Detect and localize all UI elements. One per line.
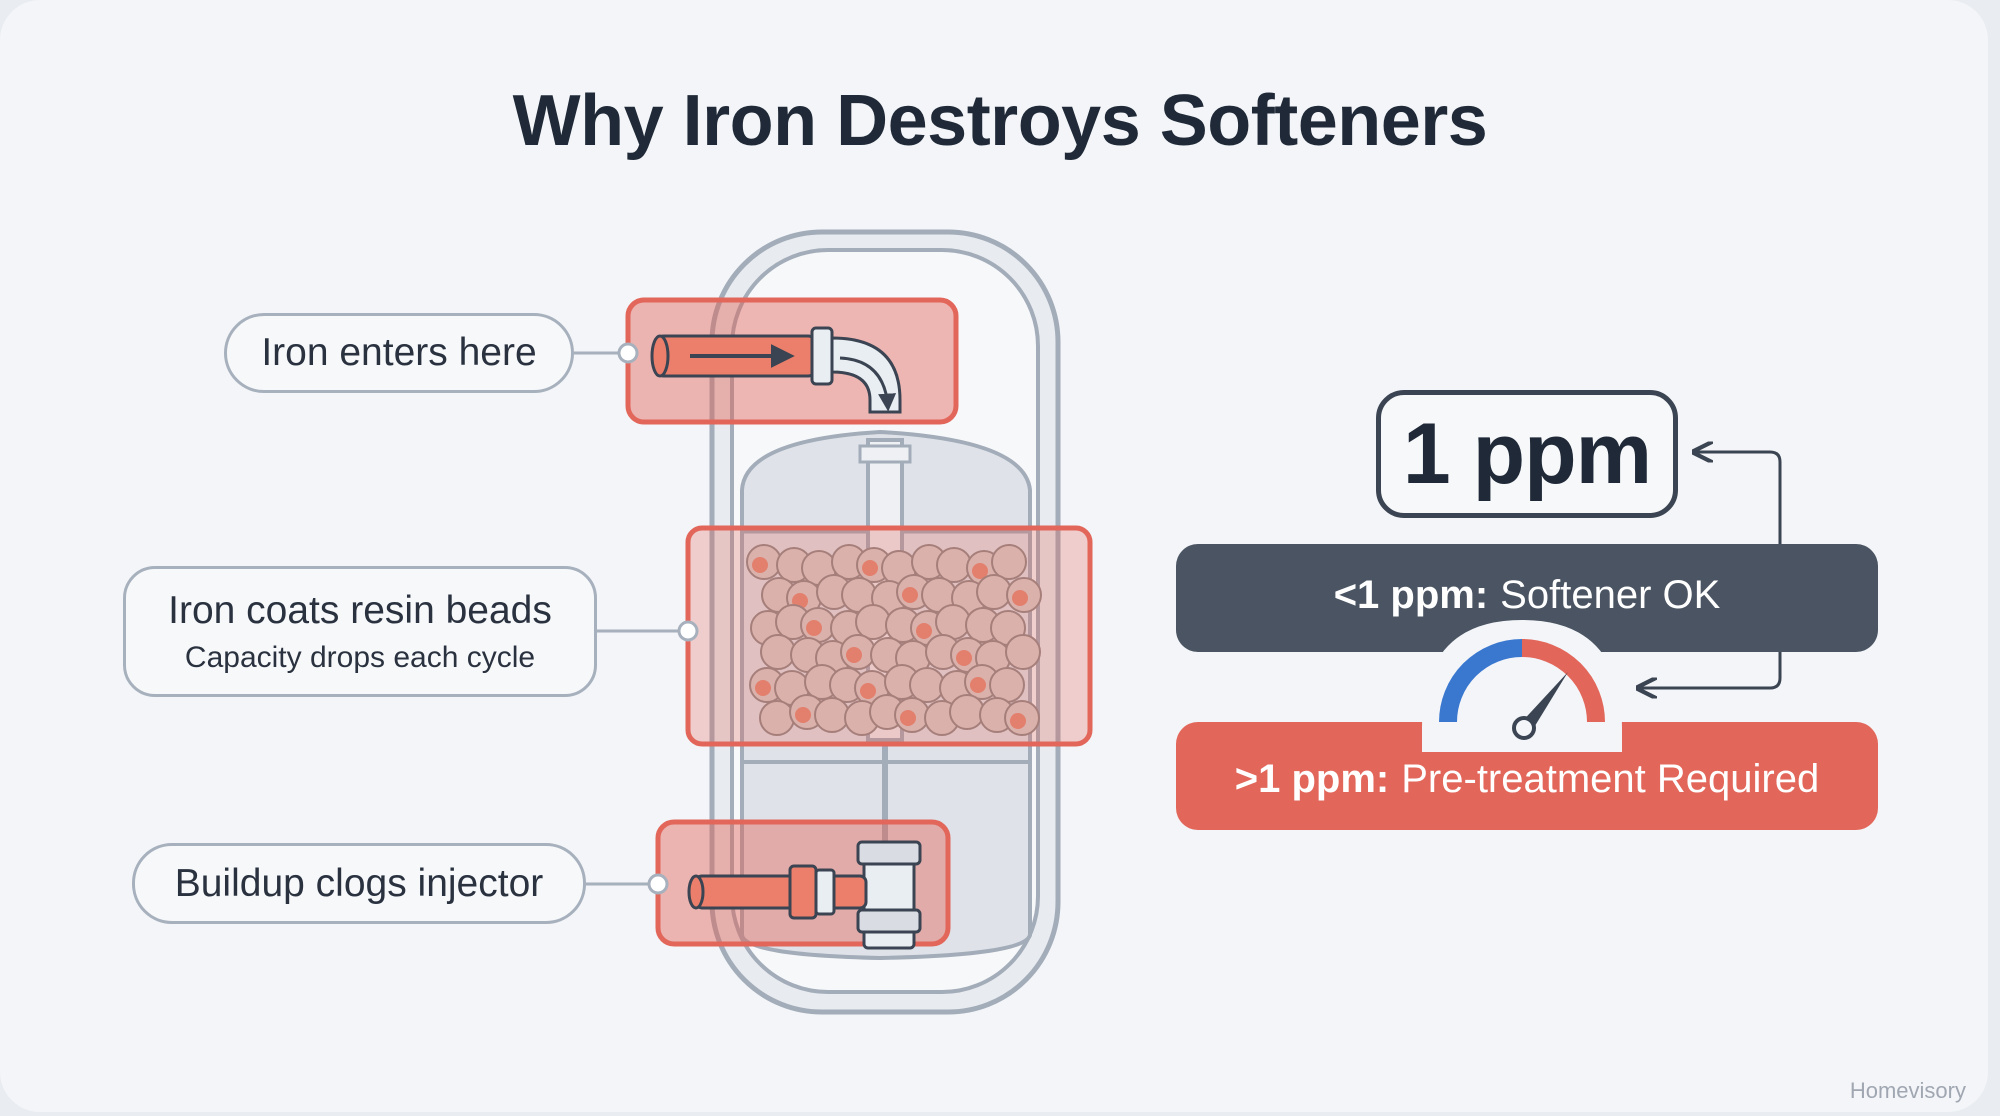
resin-bead [991, 544, 1027, 580]
brand-footer: Homevisory [1849, 1078, 1966, 1103]
callout-injector: Buildup clogs injector [132, 843, 586, 924]
iron-coating-spot [972, 563, 988, 579]
callout-resin-title: Iron coats resin beads [168, 588, 552, 632]
leader-lines [574, 342, 699, 895]
callout-injector-text: Buildup clogs injector [174, 861, 544, 905]
inlet-highlight [625, 297, 959, 425]
threshold-arrows [1640, 452, 1782, 688]
iron-coating-spot [902, 587, 918, 603]
callout-resin-subtitle: Capacity drops each cycle [184, 640, 536, 674]
iron-coating-spot [860, 683, 876, 699]
resin-beads [746, 544, 1042, 736]
iron-coating-spot [1010, 713, 1026, 729]
iron-coating-spot [1012, 590, 1028, 606]
callout-resin: Iron coats resin beads Capacity drops ea… [123, 566, 597, 697]
resin-bead [1005, 634, 1041, 670]
iron-coating-spot [956, 650, 972, 666]
callout-iron-enters-text: Iron enters here [261, 331, 537, 374]
req-threshold-text: Pre-treatment Required [1401, 756, 1820, 801]
iron-coating-spot [752, 557, 768, 573]
page-title: Why Iron Destroys Softeners [512, 81, 1488, 161]
iron-coating-spot [846, 647, 862, 663]
iron-coating-spot [795, 707, 811, 723]
iron-coating-spot [970, 677, 986, 693]
iron-coating-spot [900, 710, 916, 726]
iron-coating-spot [755, 680, 771, 696]
ok-threshold-text: Softener OK [1500, 572, 1721, 617]
iron-coating-spot [806, 620, 822, 636]
req-threshold-label: >1 ppm: [1234, 756, 1390, 801]
iron-coating-spot [862, 560, 878, 576]
ok-threshold-label: <1 ppm: [1333, 572, 1489, 617]
iron-coating-spot [916, 623, 932, 639]
ppm-value-badge: 1 ppm [1376, 390, 1678, 518]
callout-iron-enters: Iron enters here [224, 313, 574, 393]
